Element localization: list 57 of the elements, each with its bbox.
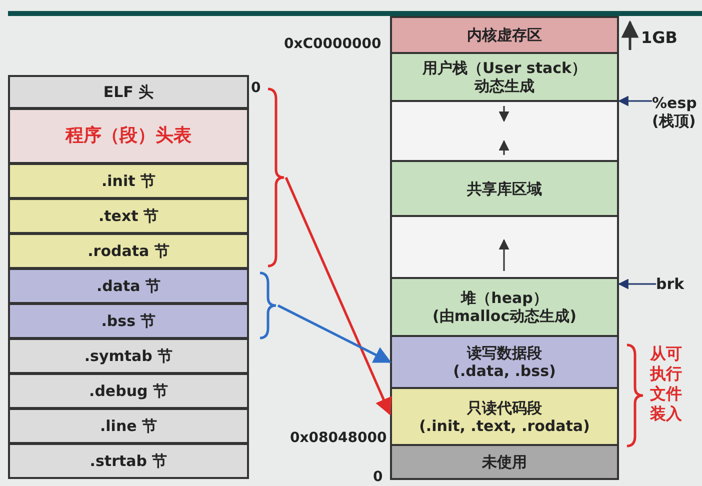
segment-label: .debug 节 (89, 382, 168, 400)
segment-label: 只读代码段 (467, 398, 542, 416)
memory-segment (390, 52, 619, 102)
section-box (8, 108, 249, 164)
segment-label: 程序（段）头表 (66, 125, 192, 147)
memory-gap (390, 100, 619, 162)
segment-label: 用户栈（User stack） (422, 59, 586, 77)
segment-label: .bss 节 (101, 312, 156, 330)
memory-segment (390, 444, 619, 480)
segment-note: (栈顶) (652, 112, 696, 130)
section-box (8, 443, 249, 479)
section-box (8, 233, 249, 269)
memory-segment (390, 160, 619, 217)
arrow (618, 96, 652, 106)
segment-label: 读写数据段 (467, 344, 542, 362)
bracket-note: 从可执行文件装入 (650, 344, 683, 424)
section-box (8, 373, 249, 409)
segment-label: .data 节 (96, 277, 161, 295)
segment-note: (.data, .bss) (453, 362, 556, 380)
segment-label: 内核虚存区 (467, 26, 542, 44)
segment-label: .rodata 节 (88, 242, 170, 260)
arrow (618, 278, 656, 290)
section-box (8, 408, 249, 444)
address-label: 0xC0000000 (284, 36, 382, 52)
memory-segment (390, 335, 619, 389)
address-label: 1GB (641, 28, 678, 47)
memory-segment (390, 277, 619, 337)
memory-gap (390, 215, 619, 279)
segment-label: 未使用 (482, 453, 527, 471)
memory-segment (390, 387, 619, 446)
segment-label: .symtab 节 (84, 347, 173, 365)
address-label: 0 (373, 469, 383, 485)
segment-note: (.init, .text, .rodata) (419, 416, 590, 434)
curly-bracket (266, 87, 286, 268)
section-box (8, 338, 249, 374)
segment-note: 动态生成 (474, 77, 534, 95)
curly-bracket (258, 271, 278, 340)
segment-label: ELF 头 (103, 83, 154, 101)
memory-segment (390, 16, 619, 54)
segment-label: 共享库区域 (467, 180, 542, 198)
section-box (8, 75, 249, 109)
section-box (8, 303, 249, 339)
segment-label: .line 节 (100, 417, 158, 435)
address-label: 0x08048000 (290, 430, 387, 446)
segment-note: (由malloc动态生成) (432, 307, 576, 325)
address-label: 0 (251, 80, 261, 96)
arrow (284, 177, 392, 416)
segment-label: .init 节 (101, 172, 156, 190)
segment-label: brk (656, 275, 684, 293)
section-box (8, 268, 249, 304)
segment-label: 堆（heap） (461, 289, 548, 307)
segment-label: %esp (652, 94, 697, 112)
section-box (8, 198, 249, 234)
section-box (8, 163, 249, 199)
segment-label: .text 节 (98, 207, 159, 225)
segment-label: .strtab 节 (90, 452, 168, 470)
arrow (277, 304, 392, 364)
